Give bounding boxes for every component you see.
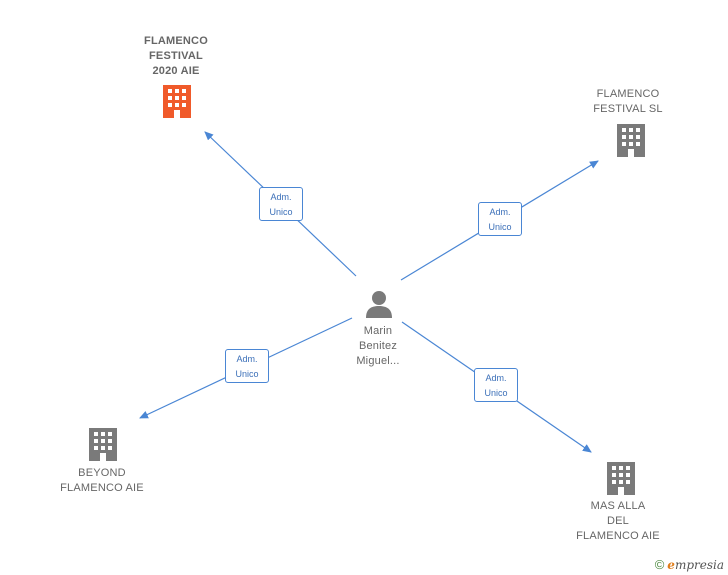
edge-label-line: Unico <box>488 222 512 232</box>
brand-name: empresia <box>667 558 724 572</box>
edge-label-line: Adm. <box>485 373 507 383</box>
label-line: FESTIVAL SL <box>593 103 663 115</box>
label-line: Benitez <box>358 340 398 352</box>
edge-label-line: Unico <box>235 369 259 379</box>
edge-label-line: Unico <box>484 388 508 398</box>
person-icon[interactable] <box>366 291 392 318</box>
building-icon[interactable] <box>89 428 117 461</box>
label-line: FLAMENCO <box>596 88 660 100</box>
building-icon[interactable] <box>163 85 191 118</box>
node-label-beyond-flamenco[interactable]: BEYOND FLAMENCO AIE <box>52 466 152 496</box>
edge-label-to-2020[interactable]: Adm. Unico <box>259 187 303 221</box>
building-icon[interactable] <box>607 462 635 495</box>
label-line: Marin <box>363 325 393 337</box>
node-label-flamenco-festival-sl[interactable]: FLAMENCO FESTIVAL SL <box>578 87 678 117</box>
node-label-flamenco-festival-2020[interactable]: FLAMENCO FESTIVAL 2020 AIE <box>126 34 226 79</box>
label-line: FLAMENCO <box>144 35 208 47</box>
building-icon[interactable] <box>617 124 645 157</box>
label-line: FLAMENCO AIE <box>576 530 660 542</box>
node-label-mas-alla[interactable]: MAS ALLA DEL FLAMENCO AIE <box>568 499 668 544</box>
label-line: FLAMENCO AIE <box>60 482 144 494</box>
edge-label-line: Unico <box>269 207 293 217</box>
brand-initial: e <box>667 557 675 572</box>
edge-label-line: Adm. <box>270 192 292 202</box>
copyright-symbol: © <box>654 557 665 572</box>
node-label-person[interactable]: Marin Benitez Miguel... <box>338 324 418 369</box>
label-line: MAS ALLA <box>590 500 646 512</box>
empresia-logo[interactable]: © empresia <box>655 557 724 572</box>
label-line: DEL <box>607 515 629 527</box>
brand-rest: mpresia <box>674 557 724 572</box>
edge-label-line: Adm. <box>236 354 258 364</box>
edge-label-to-mas-alla[interactable]: Adm. Unico <box>474 368 518 402</box>
edge-label-to-beyond[interactable]: Adm. Unico <box>225 349 269 383</box>
label-line: 2020 AIE <box>152 65 200 77</box>
label-line: Miguel... <box>356 355 400 367</box>
label-line: FESTIVAL <box>149 50 203 62</box>
label-line: BEYOND <box>78 467 126 479</box>
edge-label-to-sl[interactable]: Adm. Unico <box>478 202 522 236</box>
edge-label-line: Adm. <box>489 207 511 217</box>
